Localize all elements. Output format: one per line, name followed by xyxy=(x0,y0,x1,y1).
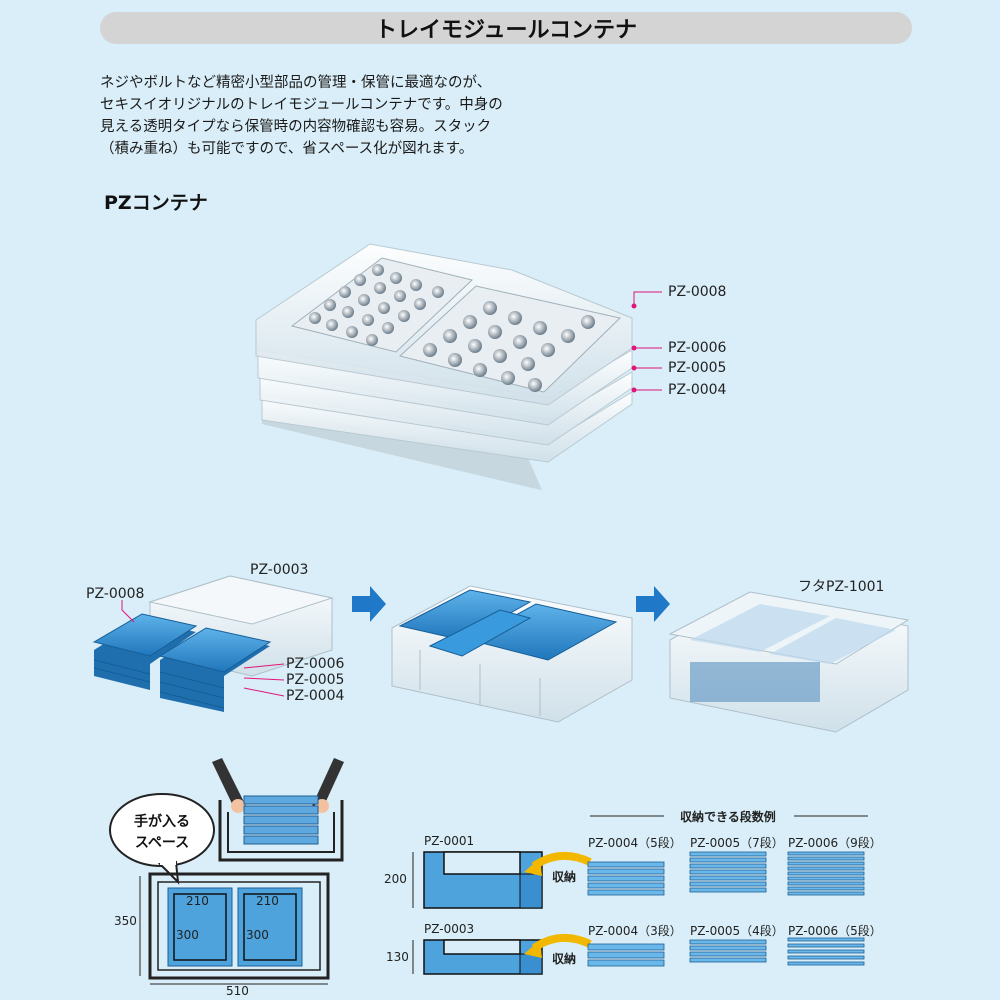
arrow-right-1 xyxy=(352,586,386,622)
step1-illustration xyxy=(92,575,334,712)
blue-tray-stack-mid xyxy=(158,627,272,712)
storage-example: PZ-0004（3段） xyxy=(588,924,682,938)
tray-stack-0006-5 xyxy=(787,937,865,966)
tray-stack-0004-3 xyxy=(587,943,665,967)
storage-graphics xyxy=(412,815,868,975)
tray-height-label: 300 xyxy=(246,928,269,942)
photo-label-pz0006: PZ-0006 xyxy=(668,340,727,356)
tray-stack-0004-5 xyxy=(587,861,665,896)
tray-height-label: 300 xyxy=(176,928,199,942)
step1-tray-label-0005: PZ-0005 xyxy=(286,672,345,688)
storage-header: 収納できる段数例 xyxy=(680,810,776,824)
arrow-right-2 xyxy=(636,586,670,622)
step1-tray-label-0004: PZ-0004 xyxy=(286,688,345,704)
photo-label-pz0004: PZ-0004 xyxy=(668,382,727,398)
storage-row1-container: PZ-0001 xyxy=(424,834,475,848)
bubble-text: 手が入る スペース xyxy=(112,812,212,854)
step2-illustration xyxy=(391,585,633,723)
photo-label-pz0008: PZ-0008 xyxy=(668,284,727,300)
tray-stack-0005-7 xyxy=(689,851,767,893)
intro-line: 見える透明タイプなら保管時の内容物確認も容易。スタック xyxy=(100,119,492,135)
page-title: トレイモジュールコンテナ xyxy=(100,12,912,44)
step3-lid-label: フタPZ-1001 xyxy=(798,579,885,595)
speech-bubble xyxy=(109,793,215,885)
storage-example: PZ-0004（5段） xyxy=(588,836,682,850)
tray-stack-0006-9 xyxy=(787,851,865,896)
intro-line: （積み重ね）も可能ですので、省スペース化が図れます。 xyxy=(100,141,474,157)
storage-row2-height: 130 xyxy=(386,950,409,964)
step1-tray-top-label: PZ-0008 xyxy=(86,586,145,602)
storage-row1-height: 200 xyxy=(384,872,407,886)
storage-example: PZ-0005（7段） xyxy=(690,836,784,850)
depth-dimension: 350 xyxy=(114,914,137,928)
bolt-cluster-left xyxy=(309,264,444,346)
storage-example: PZ-0005（4段） xyxy=(690,924,784,938)
blue-tray-stack-left xyxy=(92,613,198,690)
tray-stack-0005-4 xyxy=(689,939,767,963)
storage-example: PZ-0006（9段） xyxy=(788,836,882,850)
bubble-line: スペース xyxy=(134,835,190,851)
store-label: 収納 xyxy=(552,952,577,966)
photo-leader-lines xyxy=(631,291,662,393)
storage-example: PZ-0006（5段） xyxy=(788,924,882,938)
tray-width-label: 210 xyxy=(186,894,209,908)
section-heading: PZコンテナ xyxy=(104,192,208,214)
step1-tray-label-0006: PZ-0006 xyxy=(286,656,345,672)
bolt-cluster-right xyxy=(423,301,595,392)
intro-line: セキスイオリジナルのトレイモジュールコンテナです。中身の xyxy=(100,97,503,113)
tray-stack-photo xyxy=(255,243,633,490)
intro-text: ネジやボルトなど精密小型部品の管理・保管に最適なのが、 セキスイオリジナルのトレ… xyxy=(100,72,540,160)
bubble-line: 手が入る xyxy=(134,814,190,830)
tray-width-label: 210 xyxy=(256,894,279,908)
step1-container-label: PZ-0003 xyxy=(250,562,309,578)
photo-label-pz0005: PZ-0005 xyxy=(668,360,727,376)
intro-line: ネジやボルトなど精密小型部品の管理・保管に最適なのが、 xyxy=(100,75,492,91)
hands-illustration xyxy=(212,758,344,862)
plan-diagram xyxy=(139,872,330,985)
step3-illustration xyxy=(668,591,910,733)
store-label: 収納 xyxy=(552,870,577,884)
width-dimension: 510 xyxy=(226,984,249,998)
storage-row2-container: PZ-0003 xyxy=(424,922,475,936)
